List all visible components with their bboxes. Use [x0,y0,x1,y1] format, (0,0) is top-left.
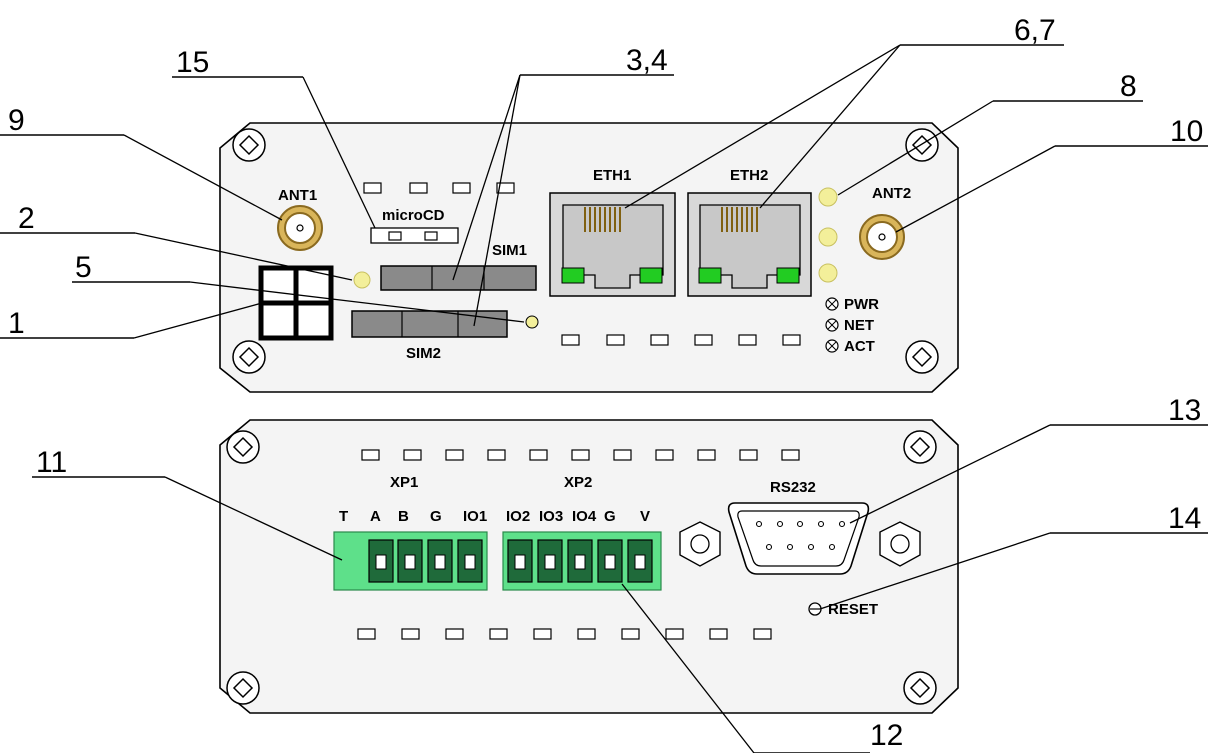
status-led [818,263,838,283]
rs232-label: RS232 [770,479,816,496]
eth2-label: ETH2 [730,167,768,184]
callout-11: 11 [36,446,67,479]
rear-panel: XP1 T A B G IO1 XP2 IO2 IO3 IO4 G V [219,419,959,714]
sim1-label: SIM1 [492,242,527,259]
screw-icon [905,340,939,374]
front-panel: ANT1 microCD SIM1 SIM2 [219,122,959,393]
led-legend: PWR NET ACT [825,296,879,355]
screw-icon [226,430,260,464]
xp1-terminal-block [333,531,488,591]
led-label-net: NET [844,317,874,334]
ant2-label: ANT2 [872,185,911,202]
reset-button[interactable] [808,602,822,616]
sim2-led [525,315,539,329]
screw-icon [226,671,260,705]
xp2-label: XP2 [564,474,592,491]
callout-13: 13 [1168,394,1201,427]
vent-slots-top [363,182,515,194]
xp2-terminal-block [502,531,662,591]
xp1-pin-label: T [339,508,348,525]
hex-nut-icon [879,521,921,567]
led-indicator-icon [825,297,839,311]
eth2-port [687,192,812,297]
microsd-label: microCD [382,207,445,224]
xp2-pin-label: IO4 [572,508,597,525]
callout-15: 15 [176,46,209,79]
sim2-holder [351,310,508,338]
xp2-pin-label: G [604,508,616,525]
xp2-pin-label: IO3 [539,508,563,525]
screw-icon [903,430,937,464]
xp1-pin-label: IO1 [463,508,487,525]
vent-slots-top [361,449,800,461]
xp1-pin-label: G [430,508,442,525]
reset-label: RESET [828,601,878,618]
power-connector [258,265,334,341]
callout-2: 2 [18,202,35,235]
callout-9: 9 [8,104,25,137]
screw-icon [905,128,939,162]
callout-6-7: 6,7 [1014,14,1056,47]
ant1-label: ANT1 [278,187,317,204]
vent-slots-bottom [357,628,772,640]
screw-icon [903,671,937,705]
screw-icon [232,128,266,162]
xp1-label: XP1 [390,474,418,491]
led-label-act: ACT [844,338,875,355]
xp1-pin-label: A [370,508,381,525]
rs232-db9-port [727,502,870,575]
xp2-pin-label: V [640,508,650,525]
callout-numbers: 15 3,4 6,7 8 9 10 2 5 1 11 13 14 12 [8,14,1203,752]
xp2-pin-label: IO2 [506,508,530,525]
eth1-port [549,192,676,297]
led-indicator-icon [825,339,839,353]
eth1-label: ETH1 [593,167,631,184]
callout-leaders [0,44,1208,753]
callout-3-4: 3,4 [626,44,668,77]
status-led [818,227,838,247]
sim1-holder [380,265,537,291]
callout-5: 5 [75,251,92,284]
led-label-pwr: PWR [844,296,879,313]
callout-14: 14 [1168,502,1201,535]
antenna-connector-icon [859,214,905,260]
sim2-label: SIM2 [406,345,441,362]
callout-12: 12 [870,719,903,752]
antenna-connector-icon [277,205,323,251]
microsd-slot [370,227,459,244]
callout-8: 8 [1120,70,1137,103]
xp1-pin-label: B [398,508,409,525]
vent-slots-bottom [561,334,801,346]
sim-led [353,271,371,289]
status-led [818,187,838,207]
callout-1: 1 [8,307,25,340]
screw-icon [232,340,266,374]
callout-10: 10 [1170,115,1203,148]
hex-nut-icon [679,521,721,567]
led-indicator-icon [825,318,839,332]
